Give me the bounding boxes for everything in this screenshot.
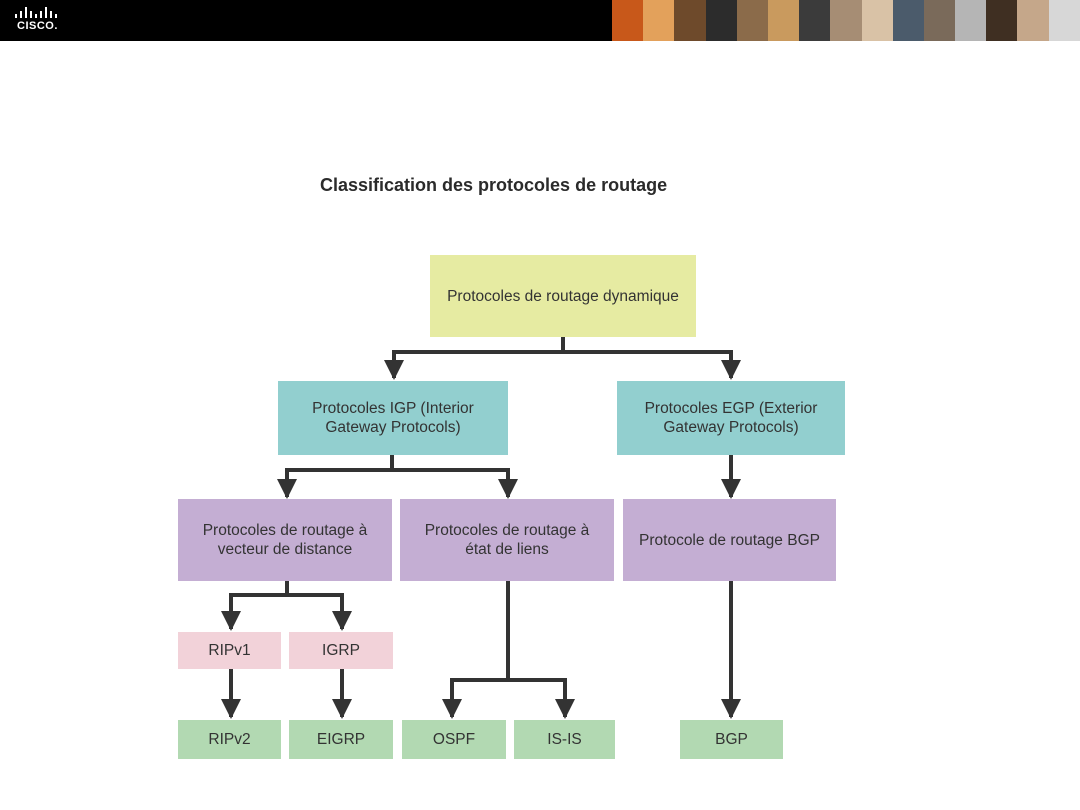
node-ripv1: RIPv1 xyxy=(178,632,281,669)
photo-strip xyxy=(612,0,1080,41)
photo-strip-segment xyxy=(674,0,706,41)
node-eigrp: EIGRP xyxy=(289,720,393,759)
header-bar: CISCO. xyxy=(0,0,1080,41)
node-igp: Protocoles IGP (Interior Gateway Protoco… xyxy=(278,381,508,455)
node-is-is: IS-IS xyxy=(514,720,615,759)
node-bgp-routing-protocol: Protocole de routage BGP xyxy=(623,499,836,581)
node-link-state: Protocoles de routage à état de liens xyxy=(400,499,614,581)
photo-strip-segment xyxy=(612,0,644,41)
photo-strip-segment xyxy=(1017,0,1049,41)
cisco-logo-text: CISCO. xyxy=(17,20,58,32)
node-ospf: OSPF xyxy=(402,720,506,759)
photo-strip-segment xyxy=(892,0,924,41)
photo-strip-segment xyxy=(736,0,768,41)
photo-strip-segment xyxy=(1048,0,1080,41)
photo-strip-segment xyxy=(830,0,862,41)
node-bgp: BGP xyxy=(680,720,783,759)
photo-strip-segment xyxy=(643,0,675,41)
node-dynamic-routing-protocols: Protocoles de routage dynamique xyxy=(430,255,696,337)
photo-strip-segment xyxy=(767,0,800,41)
photo-strip-segment xyxy=(955,0,987,41)
photo-strip-segment xyxy=(705,0,737,41)
photo-strip-segment xyxy=(923,0,956,41)
diagram-title: Classification des protocoles de routage xyxy=(320,175,668,195)
photo-strip-segment xyxy=(986,0,1018,41)
node-distance-vector: Protocoles de routage à vecteur de dista… xyxy=(178,499,392,581)
node-egp: Protocoles EGP (Exterior Gateway Protoco… xyxy=(617,381,845,455)
node-ripv2: RIPv2 xyxy=(178,720,281,759)
photo-strip-segment xyxy=(861,0,893,41)
photo-strip-segment xyxy=(799,0,831,41)
cisco-logo-icon xyxy=(15,7,57,18)
node-igrp: IGRP xyxy=(289,632,393,669)
